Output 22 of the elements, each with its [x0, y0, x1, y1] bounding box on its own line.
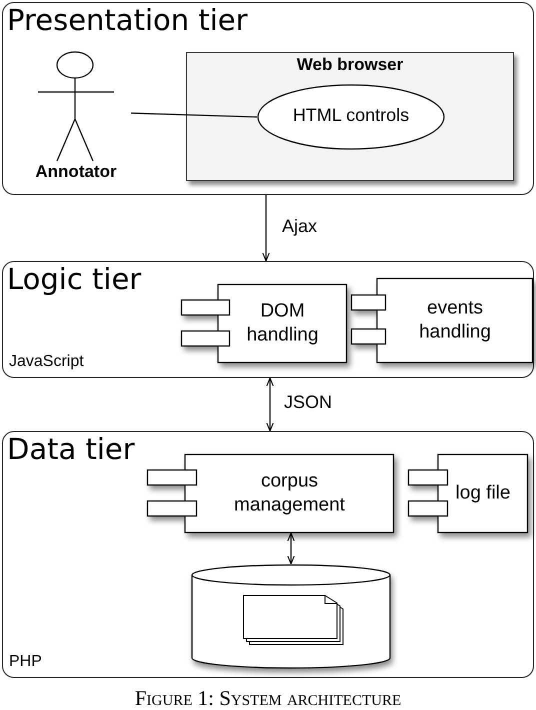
edge-label: Ajax: [280, 216, 320, 237]
component-label: corpus management: [233, 468, 346, 518]
arrow: [287, 532, 295, 565]
tier-panel: [2, 261, 534, 378]
tier-title: Data tier: [7, 432, 135, 466]
tier-panel: [2, 2, 534, 195]
arrow: [266, 377, 274, 432]
component-label: DOM handling: [246, 298, 320, 348]
component-label: log file: [454, 481, 512, 506]
window-title: Web browser: [296, 55, 404, 75]
technology-label: JavaScript: [9, 353, 84, 371]
tier-panel: [2, 431, 534, 678]
connector-line: [130, 112, 258, 118]
arrow: [262, 195, 270, 262]
browser-window: [186, 52, 514, 181]
component-label: events handling: [418, 296, 492, 344]
tier-title: Presentation tier: [7, 3, 248, 37]
technology-label: PHP: [9, 653, 42, 671]
tier-title: Logic tier: [7, 262, 142, 296]
use-case-label: HTML controls: [292, 104, 410, 127]
figure-caption: Figure 1: System architecture: [134, 686, 402, 710]
actor-label: Annotator: [34, 161, 118, 183]
